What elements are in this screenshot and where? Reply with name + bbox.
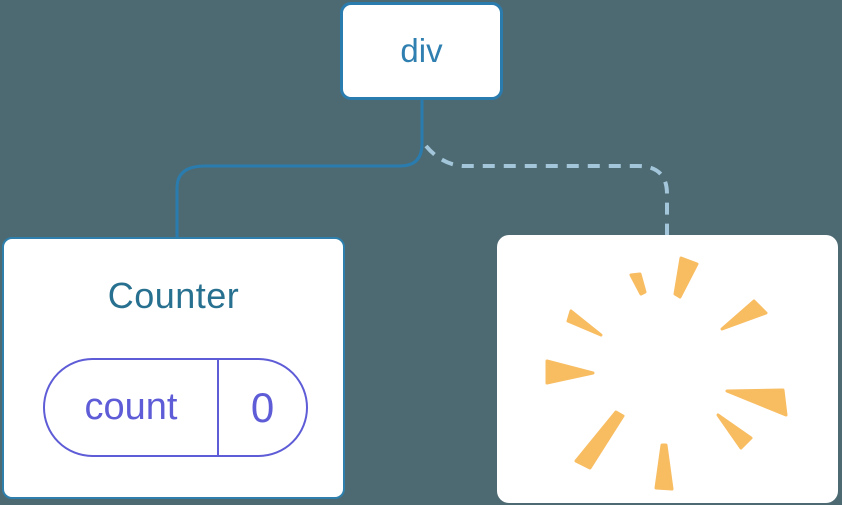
state-key-label: count <box>45 360 219 455</box>
tree-node-div: div <box>340 2 503 100</box>
dashed-connector-line <box>424 144 669 240</box>
tree-node-removed <box>497 235 838 503</box>
tree-node-counter: Counter count 0 <box>2 237 345 499</box>
solid-connector-line <box>175 100 424 240</box>
tree-node-div-label: div <box>400 32 443 69</box>
state-pill: count 0 <box>43 358 308 457</box>
poof-sparkle-icon <box>545 256 788 491</box>
state-value-label: 0 <box>250 383 275 431</box>
counter-component-name: Counter <box>107 275 240 316</box>
